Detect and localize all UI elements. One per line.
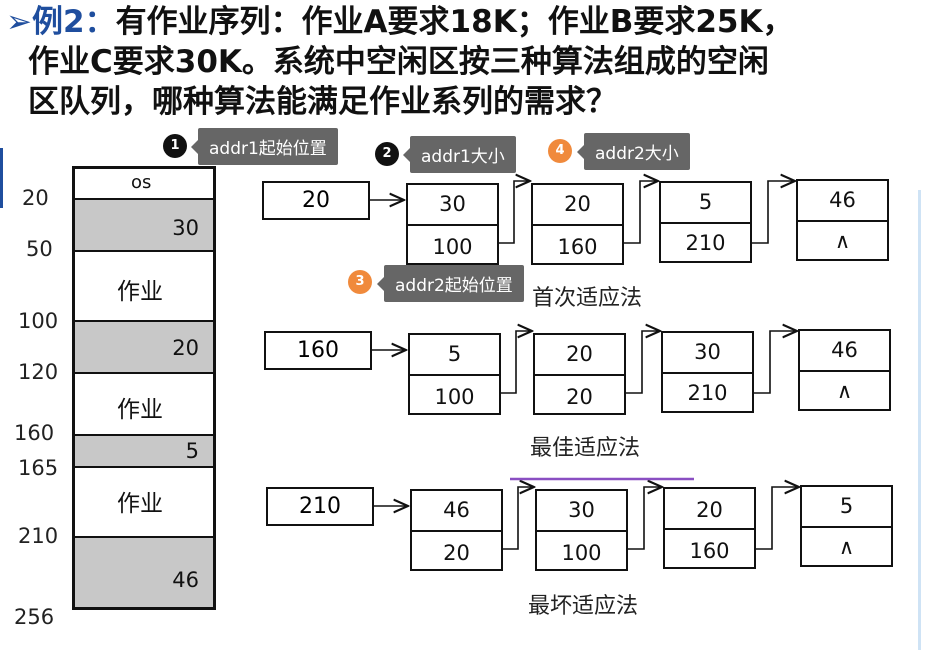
pointer-arrow <box>501 331 532 394</box>
pointer-arrow <box>503 487 534 550</box>
memory-tick: 50 <box>26 237 53 261</box>
node-address: 20 <box>566 385 593 409</box>
queue-node: 20 160 <box>531 183 624 265</box>
node-address: ∧ <box>838 535 855 559</box>
memory-block-free: 5 <box>72 436 216 468</box>
memory-block-label: 20 <box>172 336 199 360</box>
memory-block-job: 作业 <box>72 468 216 538</box>
queue-caption: 最佳适应法 <box>530 436 641 461</box>
node-address: 210 <box>685 231 726 255</box>
queue-node: 30 100 <box>535 489 628 571</box>
memory-block-job: 作业 <box>72 252 216 322</box>
memory-tick: 120 <box>18 360 59 384</box>
memory-block-job: 作业 <box>72 374 216 436</box>
pointer-arrow <box>626 331 660 394</box>
node-address: 100 <box>434 385 475 409</box>
queue-head-pointer: 20 <box>262 181 370 220</box>
queue-caption: 首次适应法 <box>532 286 643 311</box>
annotation-tooltip[interactable]: addr2大小 <box>577 133 690 170</box>
memory-block-label: 作业 <box>117 397 163 423</box>
memory-block-label: 5 <box>185 439 199 463</box>
queue-node: 30 100 <box>406 183 499 265</box>
node-size: 20 <box>696 498 723 522</box>
node-size: 30 <box>694 340 721 364</box>
memory-tick: 20 <box>22 186 49 210</box>
step-badge-1: 1 <box>163 134 187 158</box>
annotation-tooltip[interactable]: addr2起始位置 <box>377 265 524 302</box>
title-line-1: ➢例2：有作业序列：作业A要求18K；作业B要求25K， <box>6 2 921 42</box>
memory-block-free: 30 <box>72 200 216 252</box>
node-size: 46 <box>829 188 856 212</box>
node-size: 46 <box>831 338 858 362</box>
title-line-1-text: 有作业序列：作业A要求18K；作业B要求25K， <box>115 4 794 40</box>
queue-node: 5 ∧ <box>800 485 893 567</box>
node-address: 100 <box>432 235 473 259</box>
node-address: 100 <box>561 541 602 565</box>
bullet-arrow-icon: ➢ <box>6 4 32 40</box>
annotation-tooltip[interactable]: addr1大小 <box>403 136 516 173</box>
pointer-arrow <box>754 331 797 394</box>
pointer-arrow <box>499 181 530 244</box>
node-address: 20 <box>443 541 470 565</box>
memory-block-free: 20 <box>72 322 216 374</box>
node-size: 30 <box>439 192 466 216</box>
memory-tick: 210 <box>18 524 59 548</box>
example-label: 例2： <box>31 4 116 40</box>
memory-block-label: 46 <box>172 568 199 592</box>
node-address: ∧ <box>836 379 853 403</box>
step-badge-4: 4 <box>548 139 572 163</box>
memory-block-label: 作业 <box>117 279 163 305</box>
node-address: ∧ <box>834 229 851 253</box>
queue-node: 20 160 <box>663 487 756 569</box>
queue-node: 46 20 <box>410 489 503 571</box>
queue-node: 30 210 <box>661 331 754 413</box>
queue-head-pointer: 210 <box>266 487 374 526</box>
annotation-tooltip[interactable]: addr1起始位置 <box>191 128 338 165</box>
node-size: 20 <box>566 342 593 366</box>
memory-block-label: 30 <box>172 216 199 240</box>
memory-tick: 165 <box>18 456 59 480</box>
pointer-arrow <box>756 487 799 550</box>
node-address: 160 <box>689 539 730 563</box>
memory-block-label: 作业 <box>117 491 163 517</box>
pointer-arrow <box>624 181 658 244</box>
step-badge-2: 2 <box>375 142 399 166</box>
queue-caption: 最坏适应法 <box>528 594 639 619</box>
queue-node: 46 ∧ <box>798 329 891 411</box>
node-address: 210 <box>687 381 728 405</box>
pointer-arrow <box>628 487 662 550</box>
memory-tick: 256 <box>14 605 55 629</box>
right-edge-bar <box>918 190 921 650</box>
memory-block-label: os <box>131 172 152 193</box>
queue-head-pointer: 160 <box>264 331 372 370</box>
pointer-arrow <box>752 181 795 244</box>
title-line-3: 区队列，哪种算法能满足作业系列的需求？ <box>28 84 617 120</box>
node-size: 5 <box>447 342 462 366</box>
node-address: 160 <box>557 235 598 259</box>
queue-node: 5 100 <box>408 333 501 415</box>
node-size: 30 <box>568 498 595 522</box>
slide-title: ➢例2：有作业序列：作业A要求18K；作业B要求25K， 作业C要求30K。系统… <box>6 2 921 122</box>
title-line-2: 作业C要求30K。系统中空闲区按三种算法组成的空闲 <box>28 44 769 80</box>
node-size: 5 <box>698 190 713 214</box>
queue-node: 20 20 <box>533 333 626 415</box>
node-size: 46 <box>443 498 470 522</box>
memory-tick: 160 <box>14 421 55 445</box>
left-accent-bar <box>0 148 3 208</box>
queue-node: 46 ∧ <box>796 179 889 261</box>
node-size: 5 <box>839 494 854 518</box>
memory-block-os: os <box>72 166 216 200</box>
memory-block-free: 46 <box>72 538 216 610</box>
queue-node: 5 210 <box>659 181 752 263</box>
node-size: 20 <box>564 192 591 216</box>
step-badge-3: 3 <box>348 270 372 294</box>
memory-tick: 100 <box>18 309 59 333</box>
